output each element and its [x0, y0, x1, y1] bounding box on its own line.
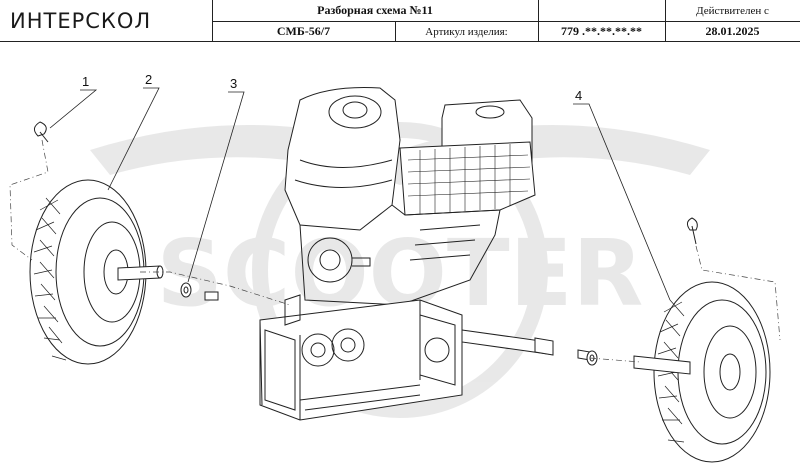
- callout-3: 3: [230, 76, 237, 91]
- sheet-title: Разборная схема №11: [317, 3, 433, 17]
- callout-2: 2: [145, 72, 152, 87]
- right-lynch-pin: [686, 217, 698, 245]
- washer: [180, 282, 192, 298]
- exploded-view-drawing: SCOOTER: [9, 72, 781, 463]
- right-wheel: [633, 281, 771, 463]
- left-axle-shaft: [117, 265, 164, 281]
- model-name: СМБ-56/7: [276, 24, 331, 38]
- callout-leaders: [49, 87, 671, 301]
- brand-logo: ИНТЕРСКОЛ: [0, 0, 212, 42]
- article-label: Артикул изделия:: [425, 25, 508, 38]
- engine: [284, 87, 536, 306]
- bushing: [204, 291, 219, 301]
- callout-4: 4: [575, 88, 582, 103]
- valid-from-date: 28.01.2025: [705, 24, 760, 38]
- valid-from-label: Действителен с: [696, 4, 769, 17]
- right-axle-shaft: [461, 329, 591, 361]
- callout-1: 1: [82, 74, 89, 89]
- article-value: 779 .**.**.**.**: [561, 24, 642, 38]
- left-wheel: [29, 179, 147, 365]
- title-block: ИНТЕРСКОЛ Разборная схема №11 Действител…: [0, 0, 800, 42]
- brand-logo-text: ИНТЕРСКОЛ: [10, 9, 152, 33]
- frame: [259, 294, 463, 421]
- left-lynch-pin: [34, 121, 49, 143]
